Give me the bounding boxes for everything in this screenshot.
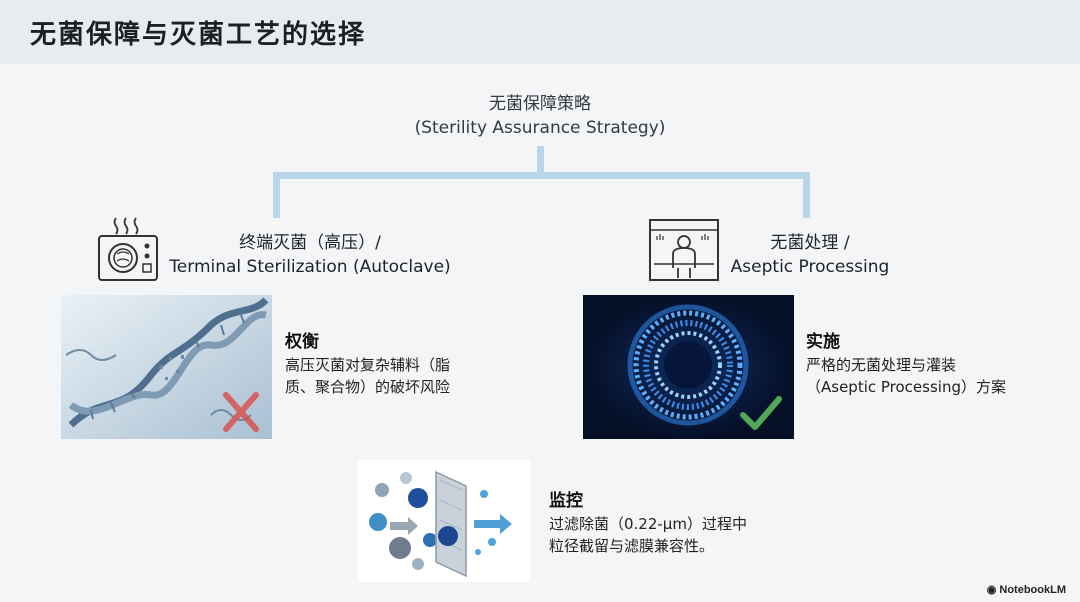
- root-subtitle: (Sterility Assurance Strategy): [414, 118, 666, 138]
- right-branch-label: 无菌处理 / Aseptic Processing: [720, 231, 900, 279]
- title-bar: 无菌保障与灭菌工艺的选择: [0, 0, 1080, 64]
- left-branch-title: 终端灭菌（高压）/: [239, 233, 381, 253]
- right-note-title: 实施: [806, 332, 840, 352]
- root-stem: [537, 146, 544, 178]
- notebooklm-logo-icon: ◉: [986, 584, 1000, 596]
- right-branch-title: 无菌处理 /: [770, 233, 850, 253]
- notebooklm-logo-text: NotebookLM: [999, 584, 1066, 596]
- page-title: 无菌保障与灭菌工艺的选择: [30, 20, 367, 50]
- left-note-line-1: 高压灭菌对复杂辅料（脂: [285, 356, 451, 374]
- liposome-image: [583, 295, 794, 439]
- right-note: 实施 严格的无菌处理与灌装 （Aseptic Processing）方案: [806, 330, 1066, 398]
- bottom-note-line-1: 过滤除菌（0.22-μm）过程中: [549, 515, 747, 533]
- right-note-line-1: 严格的无菌处理与灌装: [806, 356, 957, 374]
- right-note-line-2: （Aseptic Processing）方案: [806, 378, 1006, 396]
- root-title: 无菌保障策略: [489, 94, 591, 114]
- bottom-note-title: 监控: [549, 491, 583, 511]
- bottom-note-line-2: 粒径截留与滤膜兼容性。: [549, 537, 715, 555]
- cleanroom-operator-icon: [648, 218, 720, 282]
- left-note-line-2: 质、聚合物）的破坏风险: [285, 378, 451, 396]
- notebooklm-logo: ◉ NotebookLM: [987, 583, 1066, 596]
- right-branch-subtitle: Aseptic Processing: [730, 257, 890, 277]
- left-drop: [273, 172, 280, 218]
- autoclave-icon: [96, 214, 160, 284]
- left-branch-subtitle: Terminal Sterilization (Autoclave): [169, 257, 451, 277]
- bottom-note: 监控 过滤除菌（0.22-μm）过程中 粒径截留与滤膜兼容性。: [549, 489, 809, 557]
- left-note-title: 权衡: [285, 332, 319, 352]
- left-note: 权衡 高压灭菌对复杂辅料（脂 质、聚合物）的破坏风险: [285, 330, 515, 398]
- branch-bar: [273, 172, 810, 179]
- filtration-image: [358, 460, 530, 582]
- left-branch-label: 终端灭菌（高压）/ Terminal Sterilization (Autocl…: [160, 231, 460, 279]
- root-node: 无菌保障策略 (Sterility Assurance Strategy): [380, 92, 700, 140]
- dna-damage-image: [61, 295, 272, 439]
- right-drop: [803, 172, 810, 218]
